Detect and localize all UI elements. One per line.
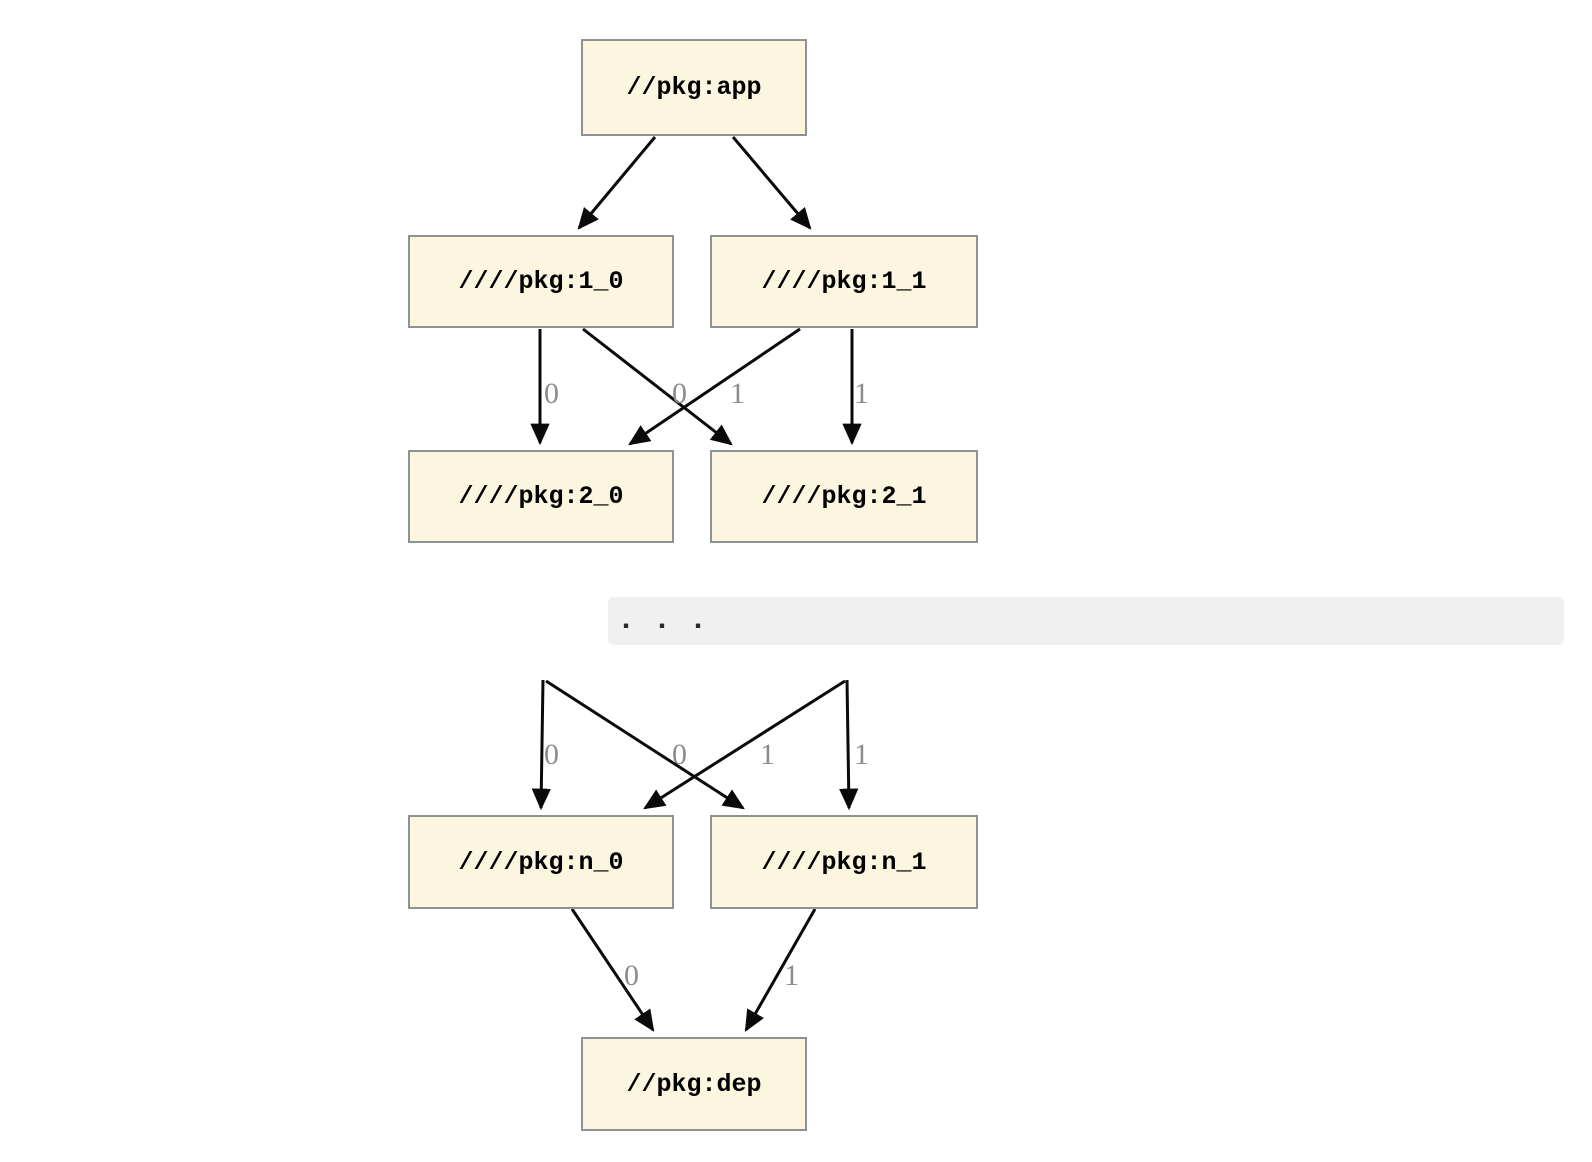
node-pkg-1-0: ////pkg:1_0 — [408, 235, 674, 328]
ellipsis-code-block: . . . — [608, 597, 1564, 645]
edge-elided-to-n-0-cross — [643, 679, 846, 810]
edge-n-1-to-dep — [744, 908, 817, 1032]
edge-app-to-1-1 — [731, 136, 812, 230]
edge-label: 1 — [854, 377, 869, 410]
node-pkg-n-0: ////pkg:n_0 — [408, 815, 674, 909]
edge-label: 1 — [760, 738, 775, 771]
node-pkg-n-1: ////pkg:n_1 — [710, 815, 978, 909]
node-label: ////pkg:1_1 — [761, 267, 927, 296]
edge-1-1-to-2-0 — [628, 327, 801, 446]
edge-label: 1 — [730, 377, 745, 410]
edge-elided-to-n-1-cross — [545, 679, 745, 810]
edge-label: 0 — [544, 377, 559, 410]
edge-label: 0 — [544, 738, 559, 771]
node-pkg-1-1: ////pkg:1_1 — [710, 235, 978, 328]
node-label: ////pkg:1_0 — [458, 267, 624, 296]
edge-app-to-1-0 — [577, 136, 657, 230]
edge-label: 0 — [672, 738, 687, 771]
edge-label: 1 — [784, 959, 799, 992]
node-label: ////pkg:n_0 — [458, 847, 624, 877]
node-pkg-2-1: ////pkg:2_1 — [710, 450, 978, 543]
node-pkg-dep: //pkg:dep — [581, 1037, 807, 1131]
edge-n-0-to-dep — [570, 908, 655, 1032]
node-pkg-app: //pkg:app — [581, 39, 807, 136]
edge-1-0-to-2-1 — [582, 327, 733, 446]
node-pkg-2-0: ////pkg:2_0 — [408, 450, 674, 543]
edge-elided-to-n-1-straight — [839, 679, 859, 811]
edge-label: 0 — [624, 959, 639, 992]
edge-elided-to-n-0-straight — [531, 679, 551, 811]
node-label: //pkg:dep — [626, 1069, 762, 1099]
node-label: //pkg:app — [626, 73, 762, 102]
ellipsis-text: . . . — [617, 604, 708, 638]
node-label: ////pkg:n_1 — [761, 847, 927, 877]
edge-label: 1 — [854, 738, 869, 771]
node-label: ////pkg:2_0 — [458, 482, 624, 511]
edge-label: 0 — [672, 377, 687, 410]
node-label: ////pkg:2_1 — [761, 482, 927, 511]
